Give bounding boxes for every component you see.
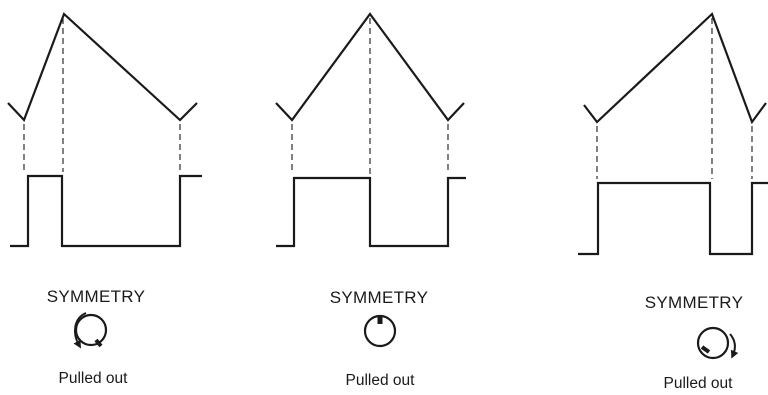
symmetry-label: SYMMETRY [644,293,744,312]
square-waveform [578,181,768,256]
triangle-waveform [275,12,465,122]
symmetry-knob [73,312,108,349]
pulled-out-label: Pulled out [663,375,733,392]
symmetry-knob [696,326,739,360]
alignment-dashes [596,18,753,179]
panel-3 [578,12,768,360]
panel-1 [7,12,202,349]
alignment-dashes [23,18,181,172]
knob-dial [696,326,730,360]
triangle-waveform [7,12,198,123]
square-waveform [276,176,466,248]
panel-2 [275,12,466,348]
pulled-out-label: Pulled out [345,372,415,389]
symmetry-label: SYMMETRY [329,288,429,307]
knob-dial [363,314,397,348]
symmetry-knob [363,314,397,348]
triangle-waveform [583,12,767,125]
pulled-out-label: Pulled out [58,370,128,387]
rotate-cw-arrow-icon [729,333,739,359]
knob-indicator [700,345,711,354]
alignment-dashes [291,18,449,174]
square-waveform [10,174,202,248]
symmetry-label: SYMMETRY [46,287,146,306]
rotate-ccw-arrow-icon [73,312,87,349]
knob-indicator [94,338,103,348]
knob-dial [74,313,108,347]
